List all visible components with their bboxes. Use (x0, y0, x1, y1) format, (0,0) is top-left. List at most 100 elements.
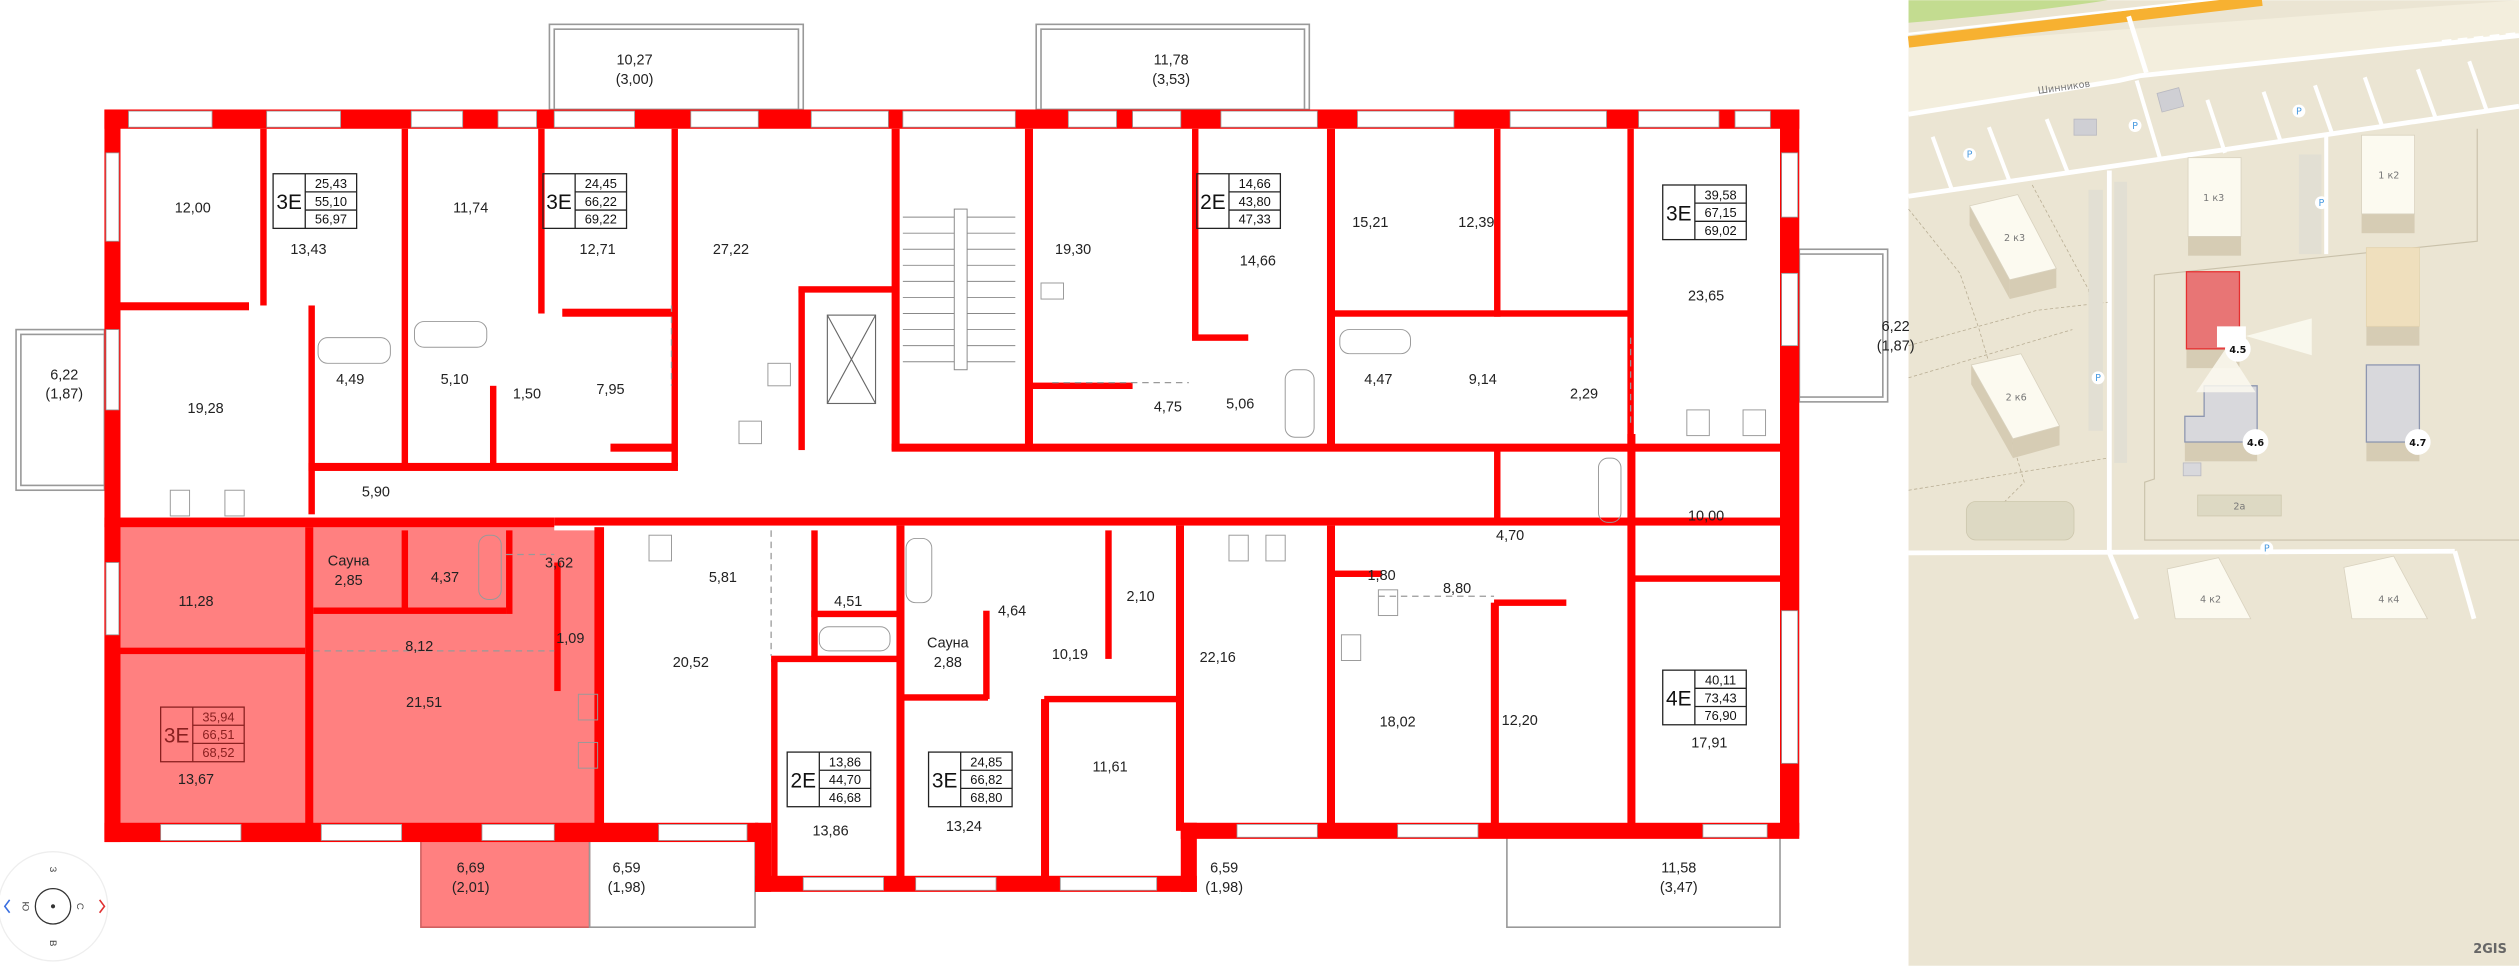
bathtub-icon (1339, 329, 1411, 355)
compass[interactable]: З С В Ю (0, 851, 109, 962)
elevator-icon (826, 314, 877, 405)
svg-text:P: P (1967, 150, 1973, 161)
room-area: 4,64 (998, 604, 1026, 620)
balcony-reduced-area: (3,53) (1152, 72, 1190, 88)
bathtub-icon (905, 537, 933, 604)
room-area: 5,81 (709, 570, 737, 586)
room-area: 21,51 (406, 695, 442, 711)
building-1k2[interactable]: 1 к2 (2361, 134, 2415, 234)
building-4k2[interactable]: 4 к2 (2166, 557, 2252, 620)
building-2k6[interactable]: 2 к6 (1970, 353, 2061, 459)
selected-apartment[interactable] (104, 523, 598, 929)
total-area: 66,51 (202, 727, 234, 742)
compass-north: С (74, 903, 85, 910)
balcony-area: 6,59 (612, 861, 640, 877)
room-name: Сауна (328, 554, 371, 570)
room-area: 17,91 (1691, 735, 1727, 751)
room-area: 2,10 (1127, 589, 1155, 605)
svg-text:P: P (2264, 543, 2270, 554)
balcony-reduced-area: (1,87) (1877, 338, 1915, 354)
stove-icon (1040, 282, 1064, 300)
bathtub-icon (1597, 457, 1622, 523)
map[interactable]: Шинников 1 к3 (1907, 0, 2519, 966)
building-2a[interactable]: 2а (2197, 494, 2282, 517)
parking-strip (2114, 181, 2128, 463)
box-frame (1662, 184, 1747, 241)
building-label: 1 к3 (2203, 193, 2224, 204)
parking-icon: P (2128, 119, 2142, 132)
building-label: 2а (2233, 502, 2245, 513)
parking-icon: P (2314, 196, 2328, 210)
road-bottom (1908, 548, 2455, 556)
box-frame (542, 173, 628, 230)
parking-strip (2088, 189, 2103, 431)
balcony-area: 6,59 (1210, 861, 1238, 877)
balcony-area: 11,78 (1154, 53, 1189, 69)
building-4k4[interactable]: 4 к4 (2343, 555, 2429, 620)
balcony-area: 6,22 (1882, 319, 1910, 335)
sink-icon (1340, 634, 1362, 662)
building-2k3[interactable]: 2 к3 (1968, 194, 2057, 300)
marker-4-5[interactable]: 4.5 (2225, 336, 2251, 362)
chevron-left-icon[interactable] (3, 899, 11, 914)
marker-4-6[interactable]: 4.6 (2242, 429, 2269, 455)
room-area: 2,85 (335, 573, 363, 589)
sink-icon (577, 693, 599, 721)
marker-4-7[interactable]: 4.7 (2404, 429, 2431, 455)
small-structure (2073, 118, 2097, 136)
building-4-7[interactable] (2365, 364, 2421, 462)
parking-icon: P (2260, 541, 2274, 555)
room-area: 1,80 (1368, 568, 1396, 584)
apartment-type: 3E (164, 724, 190, 747)
total-area: 67,15 (1704, 205, 1736, 220)
total-area-with-balcony: 68,52 (202, 745, 234, 760)
room-area: 12,39 (1458, 215, 1494, 231)
box-frame (786, 751, 872, 808)
dashed-path (2441, 31, 2519, 45)
room-area: 4,49 (336, 372, 364, 388)
view-cone-icon (2196, 347, 2256, 393)
room-area: 4,51 (834, 594, 862, 610)
map-background[interactable] (1908, 0, 2519, 966)
svg-text:P: P (2132, 121, 2138, 132)
box-frame (160, 706, 245, 763)
yard-boundary (2144, 274, 2519, 541)
building-1k3[interactable]: 1 к3 (2187, 157, 2242, 256)
svg-text:P: P (2318, 198, 2324, 209)
parking-icon: P (2091, 371, 2105, 385)
room-area: 2,29 (1570, 387, 1598, 403)
room-area: 13,67 (178, 772, 214, 788)
floor-plan: 12,0013,4311,7412,7127,2219,3014,6615,21… (15, 23, 1915, 929)
chevron-right-icon[interactable] (98, 899, 106, 914)
room-area: 4,70 (1496, 528, 1524, 544)
total-area: 66,82 (970, 772, 1002, 787)
building-4-tan[interactable] (2365, 247, 2420, 346)
total-area: 73,43 (1704, 690, 1736, 705)
bathtub-icon (478, 534, 502, 600)
windows (105, 110, 1799, 891)
room-area: 5,06 (1226, 396, 1254, 412)
parking-icon: P (2292, 104, 2306, 118)
room-area: 18,02 (1380, 714, 1416, 730)
stairs (902, 208, 1016, 371)
dashed-boundaries (313, 305, 1632, 656)
box-frame (927, 751, 1013, 808)
room-area: 1,50 (513, 387, 541, 403)
2gis-logo[interactable]: 2GIS (2473, 942, 2507, 957)
room-area: 11,74 (453, 200, 488, 216)
room-area: 11,61 (1093, 759, 1128, 775)
building-4-6[interactable] (2184, 385, 2258, 462)
balcony-labels: 10,27(3,00)11,78(3,53)6,22(1,87)6,22(1,8… (45, 53, 1914, 896)
compass-west: З (47, 866, 58, 872)
room-area: 13,43 (290, 242, 326, 258)
room-area: 2,88 (934, 655, 962, 671)
